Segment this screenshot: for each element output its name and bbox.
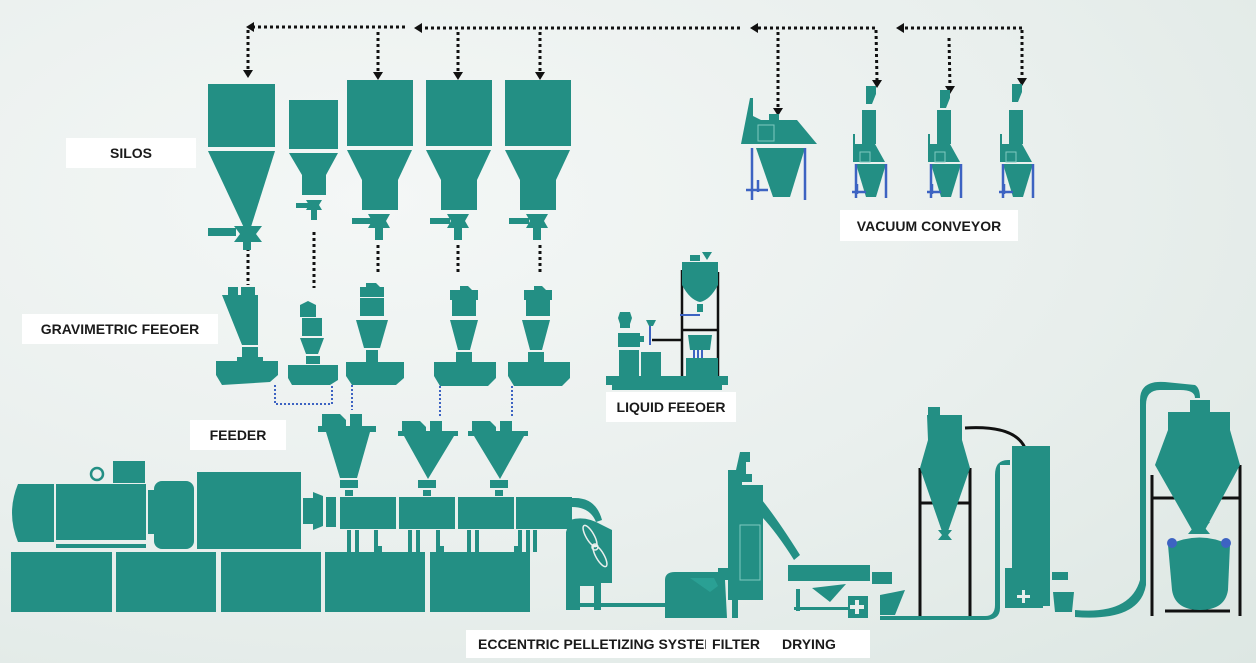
extruder xyxy=(11,461,572,612)
label-gravimetric-feeder: GRAVIMETRIC FEEOER xyxy=(22,314,218,344)
motor-lifting-eye xyxy=(89,466,105,482)
dryer xyxy=(788,565,905,618)
side-feeder xyxy=(468,421,528,496)
base-block xyxy=(116,552,216,612)
fan-icon xyxy=(582,524,608,568)
motor-body xyxy=(56,484,146,540)
valve-icon xyxy=(1188,522,1210,534)
arrowheads xyxy=(243,22,1027,116)
gearbox xyxy=(197,472,301,549)
base-block xyxy=(221,552,321,612)
arrow-left-icon xyxy=(896,23,904,33)
arrow-down-icon xyxy=(872,80,882,88)
arrow-left-icon xyxy=(750,23,758,33)
base-block xyxy=(430,552,530,612)
arrow-down-icon xyxy=(243,70,253,78)
barrel-section xyxy=(340,497,396,529)
motor-terminal-box xyxy=(113,461,145,483)
arrow-left-icon xyxy=(246,22,254,32)
label-silos: SILOS xyxy=(66,138,196,168)
label-filter: FILTER xyxy=(706,630,766,658)
plus-icon xyxy=(850,600,864,614)
silos xyxy=(208,80,571,250)
gravimetric-feeder xyxy=(346,283,404,385)
vacuum-conveyor xyxy=(999,84,1035,198)
big-bag xyxy=(1168,537,1230,610)
vacuum-conveyor xyxy=(852,86,888,198)
coupling xyxy=(154,481,194,549)
base-block xyxy=(325,552,425,612)
arrow-down-icon xyxy=(453,72,463,80)
label-vacuum-conveyor: VACUUM CONVEYOR xyxy=(840,210,1018,241)
eccentric-pelletizer xyxy=(566,498,670,610)
cyclone-group xyxy=(880,381,1242,620)
vacuum-conveyor-large xyxy=(741,98,817,200)
barrel-section xyxy=(458,497,514,529)
motor-endcap xyxy=(12,484,54,542)
label-liquid-feeder: LIQUID FEEOER xyxy=(606,392,736,422)
side-feeder xyxy=(398,421,458,496)
barrel-section xyxy=(399,497,455,529)
label-feeder: FEEDER xyxy=(190,420,286,450)
filter-unit xyxy=(665,452,800,618)
plus-icon xyxy=(1017,590,1030,603)
arrow-left-icon xyxy=(414,23,422,33)
barrel-section xyxy=(516,497,572,529)
gravimetric-feeder xyxy=(508,286,570,386)
silo xyxy=(347,80,413,240)
side-feeders xyxy=(318,414,528,496)
silo xyxy=(289,100,338,220)
label-pelletizing-system: ECCENTRIC PELLETIZING SYSTEM xyxy=(466,630,716,658)
feed-lines xyxy=(274,385,513,418)
arrow-down-icon xyxy=(535,72,545,80)
gravimetric-feeder xyxy=(216,287,278,385)
pneumatic-conveying-lines xyxy=(246,25,1024,288)
vacuum-conveyors xyxy=(741,84,1035,200)
side-feeder xyxy=(318,414,376,496)
gravimetric-feeder xyxy=(434,286,496,386)
liquid-feeder-unit xyxy=(606,252,728,390)
arrow-down-icon xyxy=(773,108,783,116)
label-drying: DRYING xyxy=(766,630,870,658)
gravimetric-feeders xyxy=(216,283,570,386)
silo xyxy=(505,80,571,240)
base-block xyxy=(11,552,112,612)
barrel-legs xyxy=(347,530,537,552)
silo xyxy=(208,84,275,250)
gravimetric-feeder xyxy=(288,301,338,385)
arrow-down-icon xyxy=(373,72,383,80)
vacuum-conveyor xyxy=(927,90,963,198)
arrow-down-icon xyxy=(1017,78,1027,86)
valve-icon xyxy=(938,530,952,540)
drop-line-vac-3 xyxy=(947,37,952,89)
silo xyxy=(426,80,492,240)
drop-line-vac-2 xyxy=(874,29,879,81)
